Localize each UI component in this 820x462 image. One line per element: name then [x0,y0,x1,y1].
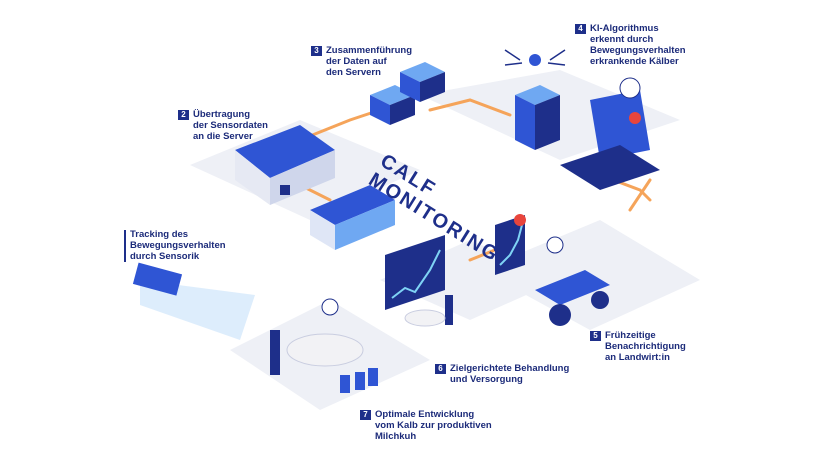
step-5: 5 Frühzeitige Benachrichtigung an Landwi… [590,330,686,363]
step-6-label: Zielgerichtete Behandlung und Versorgung [450,363,570,385]
ai-server-tower [504,49,566,150]
step-3-number: 3 [311,46,322,56]
step-5-label: Frühzeitige Benachrichtigung an Landwirt… [605,330,686,363]
barn-building [235,125,335,205]
ai-dashboard-screen [560,77,660,190]
step-tracking-label: Tracking des Bewegungsverhalten durch Se… [130,229,226,262]
step-2-label: Übertragung der Sensordaten an die Serve… [193,109,268,142]
step-2: 2 Übertragung der Sensordaten an die Ser… [178,109,268,142]
step-7-label: Optimale Entwicklung vom Kalb zur produk… [375,409,492,442]
server-stacks [370,62,445,125]
chart-boards [385,214,526,310]
step-4-label: KI-Algorithmus erkennt durch Bewegungsve… [590,23,686,67]
step-5-number: 5 [590,331,601,341]
step-2-number: 2 [178,110,189,120]
step-7: 7 Optimale Entwicklung vom Kalb zur prod… [360,409,492,442]
step-4-number: 4 [575,24,586,34]
calf-pens [310,185,395,250]
farmer-and-cow [270,298,378,393]
tracking-label-bar [124,230,126,262]
treatment-scene [404,295,453,327]
step-3-label: Zusammenführung der Daten auf den Server… [326,45,413,78]
step-3: 3 Zusammenführung der Daten auf den Serv… [311,45,412,78]
step-7-number: 7 [360,410,371,420]
tractor [535,236,610,326]
tracking-sensor [132,262,255,340]
step-6: 6 Zielgerichtete Behandlung und Versorgu… [435,363,569,385]
step-4: 4 KI-Algorithmus erkennt durch Bewegungs… [575,23,686,67]
step-6-number: 6 [435,364,446,374]
